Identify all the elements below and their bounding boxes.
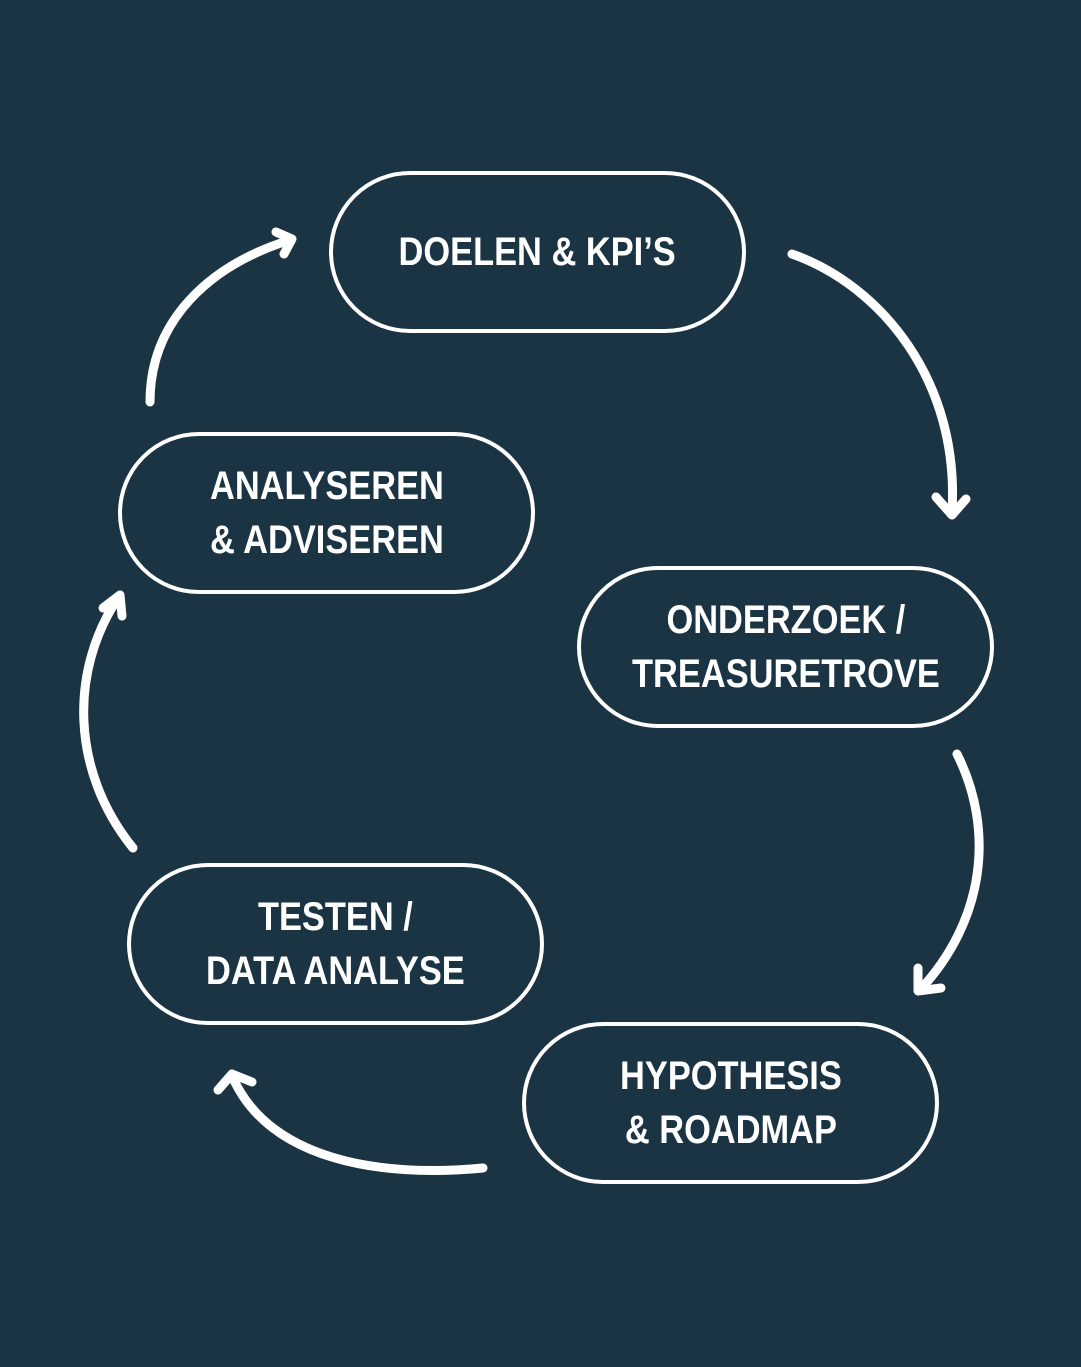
node-testen: TESTEN / DATA ANALYSE bbox=[127, 863, 544, 1025]
node-analyseren: ANALYSEREN & ADVISEREN bbox=[118, 432, 535, 594]
node-doelen: DOELEN & KPI’S bbox=[329, 171, 746, 333]
arrow-hypothesis-to-testen bbox=[213, 1069, 488, 1175]
node-label: DOELEN & KPI’S bbox=[398, 230, 677, 274]
node-label: TESTEN / DATA ANALYSE bbox=[206, 895, 465, 993]
node-label: ANALYSEREN & ADVISEREN bbox=[209, 464, 444, 562]
node-onderzoek: ONDERZOEK / TREASURETROVE bbox=[577, 566, 994, 728]
arrow-testen-to-analyseren bbox=[79, 590, 138, 853]
node-label: ONDERZOEK / TREASURETROVE bbox=[631, 598, 940, 696]
node-label: HYPOTHESIS & ROADMAP bbox=[619, 1054, 842, 1152]
arrow-analyseren-to-doelen bbox=[145, 227, 297, 407]
arrow-doelen-to-onderzoek bbox=[787, 249, 971, 520]
arrow-onderzoek-to-hypothesis bbox=[913, 749, 984, 996]
node-hypothesis: HYPOTHESIS & ROADMAP bbox=[522, 1022, 939, 1184]
